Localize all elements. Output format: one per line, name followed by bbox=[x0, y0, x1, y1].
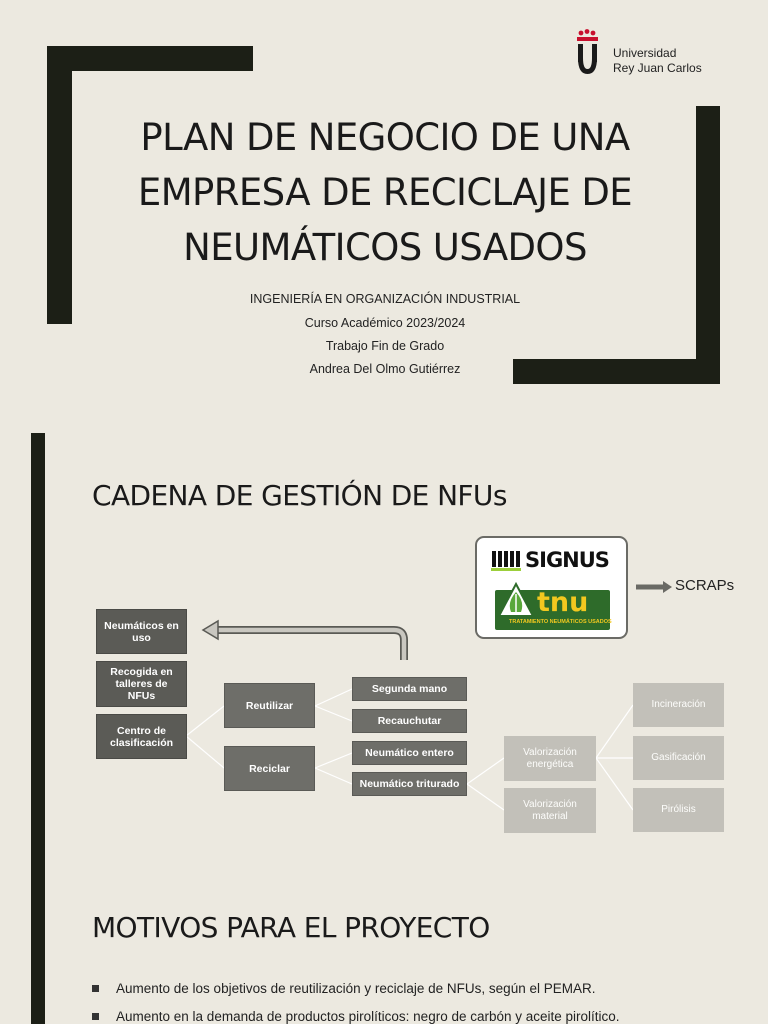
university-line-2: Rey Juan Carlos bbox=[613, 61, 702, 75]
box-segunda-mano: Segunda mano bbox=[352, 677, 467, 701]
recycle-leaf-icon bbox=[497, 582, 535, 617]
box-reutilizar: Reutilizar bbox=[224, 683, 315, 728]
signus-mark-icon bbox=[491, 551, 521, 571]
urjc-emblem-icon bbox=[577, 29, 598, 74]
logos-box: SIGNUS tnu TRATAMIENTO NEUMÁTICOS USADOS bbox=[475, 536, 628, 639]
degree-name: INGENIERÍA EN ORGANIZACIÓN INDUSTRIAL bbox=[249, 292, 521, 306]
box-valorizacion-energetica: Valorización energética bbox=[504, 736, 596, 781]
scraps-arrow-icon bbox=[636, 581, 672, 593]
title-line: NEUMÁTICOS USADOS bbox=[183, 226, 587, 269]
bullet-item: Aumento en la demanda de productos pirol… bbox=[92, 1009, 620, 1024]
box-incineracion: Incineración bbox=[633, 683, 724, 727]
return-arrow-icon bbox=[216, 626, 408, 660]
tnu-wordmark: tnu bbox=[537, 587, 589, 618]
bullet-text: Aumento de los objetivos de reutilizació… bbox=[116, 981, 596, 996]
academic-year: Curso Académico 2023/2024 bbox=[304, 316, 466, 330]
frame-top-left-horizontal bbox=[47, 46, 253, 71]
frame-bottom-right-horizontal bbox=[513, 359, 720, 384]
urjc-logo: Universidad Rey Juan Carlos bbox=[574, 28, 714, 78]
frame-top-left-vertical bbox=[47, 46, 72, 324]
box-pirolisis: Pirólisis bbox=[633, 788, 724, 832]
motivos-heading: MOTIVOS PARA EL PROYECTO bbox=[92, 911, 490, 944]
signus-logo: SIGNUS bbox=[491, 548, 621, 572]
tnu-tagline: TRATAMIENTO NEUMÁTICOS USADOS bbox=[509, 619, 612, 625]
title-line: PLAN DE NEGOCIO DE UNA bbox=[140, 116, 630, 159]
box-centro-clasificacion: Centro de clasificación bbox=[96, 714, 187, 759]
frame-bottom-right-vertical bbox=[696, 106, 720, 384]
signus-wordmark: SIGNUS bbox=[525, 548, 610, 572]
box-neumaticos-en-uso: Neumáticos en uso bbox=[96, 609, 187, 654]
author-name: Andrea Del Olmo Gutiérrez bbox=[309, 362, 461, 376]
work-type: Trabajo Fin de Grado bbox=[325, 339, 445, 353]
bullet-square-icon bbox=[92, 1013, 99, 1020]
box-gasificacion: Gasificación bbox=[633, 736, 724, 780]
box-recogida-talleres: Recogida en talleres de NFUs bbox=[96, 661, 187, 707]
box-recauchutar: Recauchutar bbox=[352, 709, 467, 733]
box-neumatico-triturado: Neumático triturado bbox=[352, 772, 467, 796]
slide-title: PLAN DE NEGOCIO DE UNA EMPRESA DE RECICL… bbox=[100, 110, 670, 275]
bullet-item: Aumento de los objetivos de reutilizació… bbox=[92, 981, 595, 996]
title-line: EMPRESA DE RECICLAJE DE bbox=[137, 171, 633, 214]
box-reciclar: Reciclar bbox=[224, 746, 315, 791]
chain-heading: CADENA DE GESTIÓN DE NFUs bbox=[92, 479, 507, 512]
box-valorizacion-material: Valorización material bbox=[504, 788, 596, 833]
university-line-1: Universidad bbox=[613, 46, 677, 60]
bullet-square-icon bbox=[92, 985, 99, 992]
section-accent-bar bbox=[31, 433, 45, 1024]
tnu-logo: tnu TRATAMIENTO NEUMÁTICOS USADOS bbox=[495, 582, 612, 630]
scraps-label: SCRAPs bbox=[675, 577, 735, 594]
bullet-text: Aumento en la demanda de productos pirol… bbox=[116, 1009, 620, 1024]
box-neumatico-entero: Neumático entero bbox=[352, 741, 467, 765]
